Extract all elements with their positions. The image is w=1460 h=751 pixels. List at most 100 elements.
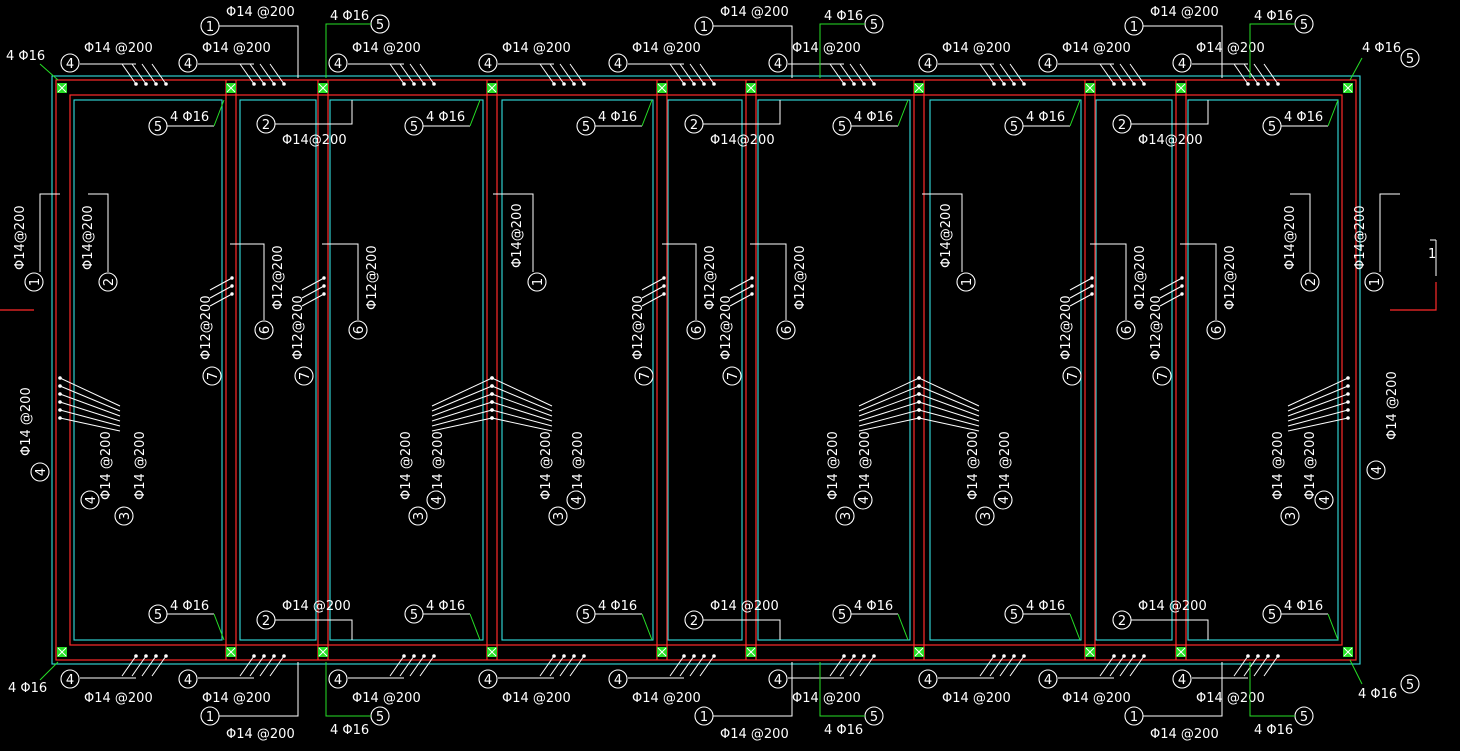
callout-number: 4 [430,496,445,504]
rebar-leader [141,655,157,677]
callout-5: 5 [1400,48,1420,68]
green-leader [1249,662,1295,717]
callout-circle [30,462,50,482]
callout-number: 4 [857,496,872,504]
rebar-dot [1276,654,1280,658]
callout-3: 3 [975,506,995,526]
inner-bottom-callout: 54 Φ16 [404,599,481,641]
spacing-label: Φ14 @200 [1150,5,1219,20]
rebar-dot [712,654,716,658]
rebar-dot [272,82,276,86]
rebar-leader [1253,655,1269,677]
callout-5: 5 [404,116,424,136]
callout-circle [918,53,938,73]
callout-circle [1280,506,1300,526]
green-leader [819,662,865,717]
rebar-dot [702,82,706,86]
callout-1: 1 [694,16,714,36]
callout-4: 4 [328,53,348,73]
bar-label: 4 Φ16 [598,599,637,614]
callout-number: 3 [552,512,567,520]
callout-circle [254,320,274,340]
corner-cross-b [487,647,497,657]
corner-cross-b [226,647,236,657]
bar-label: 4 Φ16 [1254,9,1293,24]
rebar-leader [989,63,1005,85]
rebar-leader [1099,655,1115,677]
callout-1: 1 [956,272,976,292]
callout-circle [1172,669,1192,689]
callout-number: 7 [1156,372,1171,380]
callout-circle [202,366,222,386]
callout-circle [1400,48,1420,68]
rebar-dot [872,654,876,658]
callout-number: 4 [614,673,622,688]
callout-number: 5 [1010,608,1018,623]
rebar-dot [582,654,586,658]
fan-leader [918,385,980,412]
callout-number: 4 [997,496,1012,504]
fan-leader [858,393,920,417]
rebar-leader [1069,293,1093,307]
rebar-leader [301,277,325,291]
corner-bar-marker [1085,83,1095,93]
rebar-dot [230,276,234,280]
callout-number: 5 [582,608,590,623]
rebar-leader [1069,285,1093,299]
callout-number: 5 [154,608,162,623]
leader-line [1131,619,1209,640]
spacing-label: Φ14 @200 [282,599,351,614]
callout-number: 1 [531,278,546,286]
callout-circle [776,320,796,340]
fan-leader [431,417,493,432]
green-leader [325,23,371,78]
green-leader [1249,23,1295,78]
rebar-leader [839,655,855,677]
callout-3: 3 [548,506,568,526]
rebar-dot [134,82,138,86]
leader-line [1379,193,1400,272]
rebar-dot [1002,82,1006,86]
vertical-spacing-label: Φ12@200 [1059,295,1074,360]
rebar-leader [239,655,255,677]
callout-circle [1062,366,1082,386]
callout-circle [835,506,855,526]
callout-circle [548,506,568,526]
fan-leader [59,377,121,407]
fan-leader [491,401,553,422]
corner-cross-b [1085,647,1095,657]
green-leader [1349,57,1363,81]
callout-5: 5 [864,706,884,726]
corner-bar-marker [746,83,756,93]
rebar-leader [409,655,425,677]
rebar-leader [269,63,285,85]
leader-line [662,243,697,320]
callout-circle [1300,272,1320,292]
callout-1: 1 [1124,16,1144,36]
callout-circle [608,669,628,689]
callout-1: 1 [527,272,547,292]
callout-circle [768,53,788,73]
callout-number: 4 [184,57,192,72]
rebar-dot [1246,654,1250,658]
callout-circle [527,272,547,292]
callout-number: 5 [870,710,878,725]
green-leader [469,613,481,641]
spacing-label: Φ14@200 [1138,133,1203,148]
callout-circle [328,53,348,73]
callout-6: 6 [254,320,274,340]
rebar-dot [1246,82,1250,86]
rebar-leader [141,63,157,85]
callout-7: 7 [202,366,222,386]
spacing-label: Φ14 @200 [84,41,153,56]
callout-number: 6 [352,326,367,334]
rebar-dot [1180,292,1184,296]
rebar-leader [1233,63,1249,85]
callout-2: 2 [1112,610,1132,630]
corner-bar-marker [226,83,236,93]
green-leader [39,661,59,681]
